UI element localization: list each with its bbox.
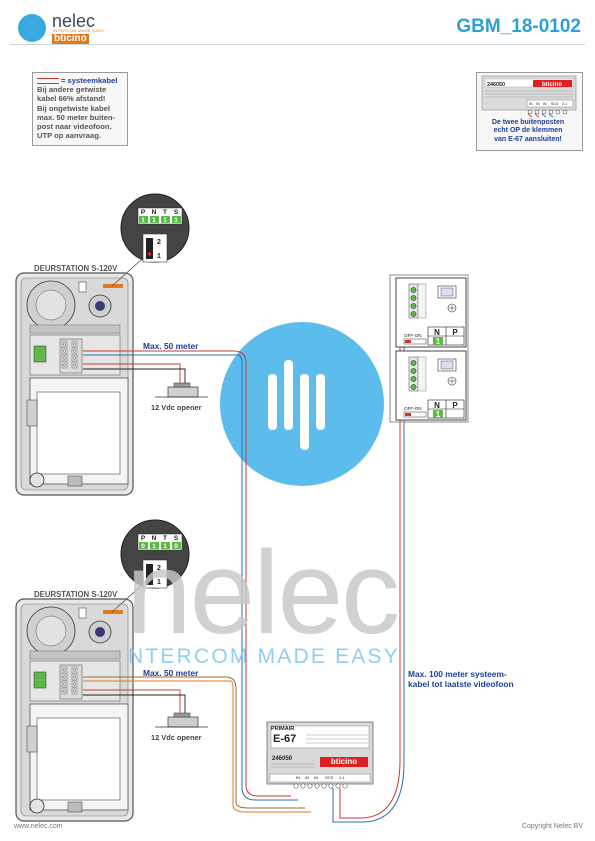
note-line: post naar videofoon. (37, 122, 112, 132)
system-cable-legend-icon (37, 78, 59, 84)
power-supply-brand: bticino (330, 757, 358, 766)
jumper-label: 1 (157, 579, 161, 586)
videophone-bracket (389, 274, 469, 423)
wiring-warning-text: De twee buitenposten echt OP de klemmen … (477, 119, 579, 144)
max-cable-note-line: kabel tot laatste videofoon (408, 679, 514, 689)
warning-terminal-label: IN (529, 102, 533, 106)
footer-website[interactable]: www.nelec.com (14, 823, 63, 830)
videophone-1: OFF-ON N P 1 (395, 277, 467, 348)
primary-label: PRIMAIR (271, 726, 295, 732)
note-line: Bij andere getwiste (37, 85, 107, 95)
brand-tagline: INTERCOM MADE EASY (53, 28, 105, 33)
config-header: N (434, 401, 440, 410)
note-line: UTP op aanvraag. (37, 131, 102, 141)
note-title: = systeemkabel (61, 76, 118, 85)
warning-terminal-label: SCS (551, 102, 559, 106)
warning-terminal-label: IN (536, 102, 540, 106)
note-title-line: = systeemkabel (37, 76, 123, 85)
header-divider (10, 44, 585, 45)
dip-header-label: S (174, 535, 179, 542)
footer-copyright: Copyright Nelec BV (521, 823, 583, 830)
opener-label-1: 12 Vdc opener (151, 403, 202, 412)
dip-value: 1 (163, 217, 167, 224)
ps-terminal-label: IN (314, 775, 318, 780)
dip-value: 0 (141, 543, 145, 550)
note-line: kabel 66% afstand! (37, 94, 106, 104)
jumper-label: 2 (157, 239, 161, 246)
power-supply-model: E-67 (273, 733, 297, 745)
config-header: P (452, 401, 458, 410)
config-header: P (452, 328, 458, 337)
door-station-2-label: DEURSTATION S-120V (34, 590, 118, 599)
switch-label: OFF-ON (404, 333, 422, 338)
door-station-2 (15, 598, 134, 822)
dip-header-label: P (141, 209, 146, 216)
videophone-2: OFF-ON N P 1 (395, 350, 467, 421)
dip-header-label: S (174, 209, 179, 216)
note-line: Bij ongetwiste kabel (37, 103, 111, 113)
jumper-label: 2 (157, 565, 161, 572)
max-cable-note: Max. 100 meter systeem- kabel tot laatst… (408, 669, 548, 689)
watermark-word: nelec (126, 527, 400, 659)
ps-terminal-label: IN (296, 775, 300, 780)
door-station-2-config: P N T S 0 1 1 0 2 1 (111, 519, 190, 613)
door-station-1-label: DEURSTATION S-120V (34, 264, 118, 273)
brand-sub: bticino (52, 33, 89, 44)
ps-terminal-label: SCS (325, 775, 334, 780)
warning-device-code: 246050 (487, 82, 505, 88)
warning-device-image: bticino 246050 IN IN IN SCS 2-1 (481, 75, 577, 118)
note-line: max. 50 meter buiten- (37, 112, 116, 122)
ps-terminal-label: IN (305, 775, 309, 780)
door-station-1 (15, 272, 134, 496)
warning-line: echt OP de klemmen (493, 127, 563, 135)
jumper-label: 1 (157, 253, 161, 260)
watermark-logo-icon (220, 322, 384, 486)
warning-line: van E-67 aansluiten! (494, 135, 562, 143)
config-header: N (434, 328, 440, 337)
door-opener-1-icon (155, 382, 208, 398)
system-cable-routing (83, 282, 410, 823)
config-value: 1 (436, 337, 441, 346)
dip-value: 1 (141, 217, 145, 224)
dip-value: 1 (152, 217, 156, 224)
dip-value: 1 (152, 543, 156, 550)
warning-terminal-label: IN (543, 102, 547, 106)
ps-terminal-label: 2-1 (339, 775, 345, 780)
dip-value: 1 (163, 543, 167, 550)
dip-header-label: T (163, 535, 167, 542)
document-id: GBM_18-0102 (456, 16, 581, 37)
switch-label: OFF-ON (404, 406, 422, 411)
dip-header-label: T (163, 209, 167, 216)
power-supply-code: 246050 (272, 756, 293, 762)
dip-header-label: N (152, 535, 157, 542)
warning-line: De twee buitenposten (491, 119, 565, 126)
cable-length-label-2: Max. 50 meter (143, 668, 199, 678)
dip-value: 1 (174, 217, 178, 224)
nelec-logo-icon (18, 14, 46, 42)
opener-wiring (83, 363, 186, 713)
brand-name: nelec (52, 11, 96, 31)
door-opener-2-icon (155, 712, 208, 728)
door-station-1-config: P N T S 1 1 1 1 2 1 (111, 193, 190, 287)
warning-device-brand: bticino (542, 81, 562, 88)
warning-terminal-label: 2-1 (562, 102, 567, 106)
cable-note-box: = systeemkabel Bij andere getwiste kabel… (32, 72, 128, 146)
dip-header-label: P (141, 535, 146, 542)
max-cable-note-line: Max. 100 meter systeem- (408, 669, 507, 679)
power-supply-e67 (266, 721, 374, 789)
opener-label-2: 12 Vdc opener (151, 733, 202, 742)
cable-length-label-1: Max. 50 meter (143, 341, 199, 351)
config-value: 1 (436, 410, 441, 419)
dip-header-label: N (152, 209, 157, 216)
dip-value: 0 (174, 543, 178, 550)
watermark-tagline: NTERCOM MADE EASY (128, 645, 400, 668)
